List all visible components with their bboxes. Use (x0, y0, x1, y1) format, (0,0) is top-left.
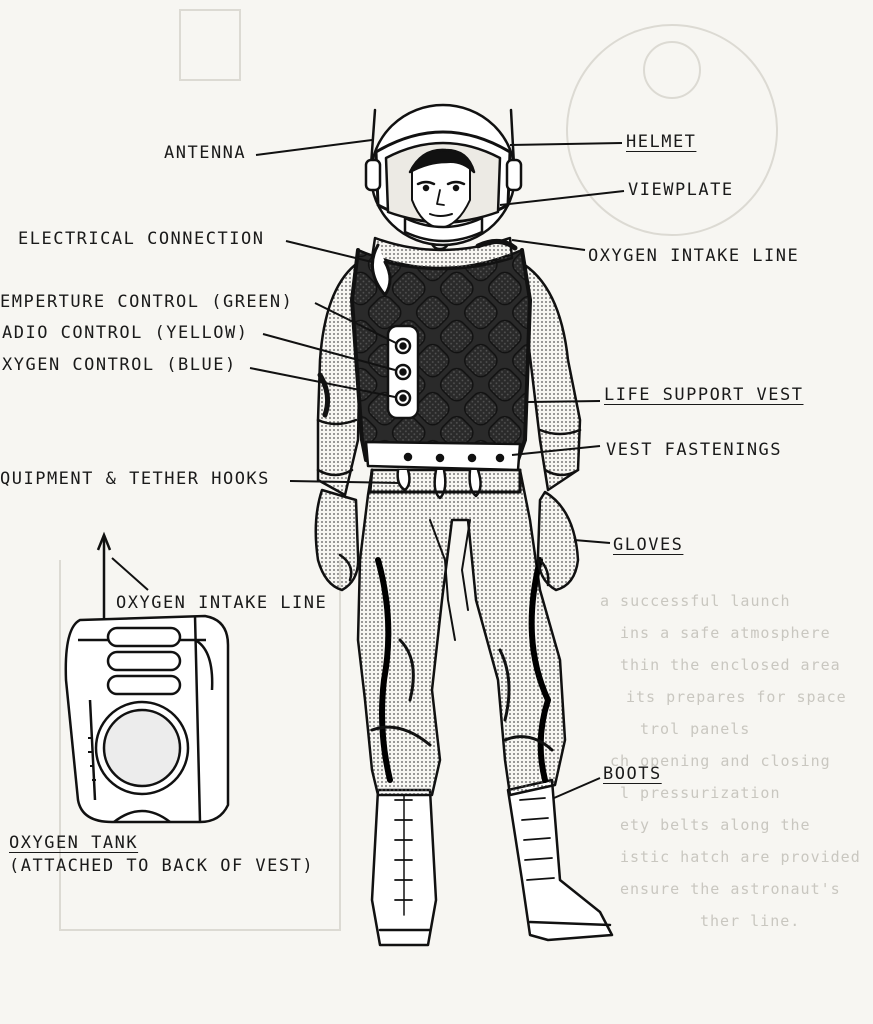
leader-viewplate (499, 190, 625, 206)
label-gloves: GLOVES (613, 535, 684, 555)
leader-electrical (285, 240, 373, 263)
bleed-line: ins a safe atmosphere (620, 624, 831, 642)
bleed-line: l pressurization (620, 784, 781, 802)
leader-lines (111, 139, 625, 799)
bleed-line: its prepares for space (626, 688, 847, 706)
face (408, 148, 476, 229)
bleed-line: ch opening and closing (610, 752, 831, 770)
vest-belt (364, 440, 522, 500)
leader-boots (553, 777, 601, 799)
label-temperature-control: EMPERTURE CONTROL (GREEN) (0, 292, 294, 312)
label-oxygen-control: XYGEN CONTROL (BLUE) (2, 355, 237, 375)
leader-hooks (289, 480, 401, 484)
bleed-line: ther line. (700, 912, 801, 930)
leader-life-vest (527, 400, 601, 403)
right-arm (518, 260, 582, 492)
trousers (356, 468, 567, 797)
left-boot (370, 788, 438, 947)
bleed-line: ety belts along the (620, 816, 811, 834)
leader-radio (262, 333, 396, 371)
life-support-vest (350, 248, 532, 462)
label-equipment-hooks: QUIPMENT & TETHER HOOKS (0, 469, 270, 489)
leader-temperature (314, 302, 397, 344)
leader-helmet (509, 142, 623, 146)
label-radio-control: ADIO CONTROL (YELLOW) (2, 323, 249, 343)
label-antenna: ANTENNA (164, 143, 247, 163)
bleed-line: trol panels (640, 720, 751, 738)
oxygen-tube (475, 239, 518, 251)
leader-oxygen-control (249, 367, 396, 398)
label-boots: BOOTS (603, 764, 662, 784)
helmet (364, 103, 523, 247)
label-life-support-vest: LIFE SUPPORT VEST (604, 385, 804, 405)
background-ghost-shapes (59, 9, 778, 931)
label-viewplate: VIEWPLATE (628, 180, 734, 200)
label-helmet: HELMET (626, 132, 697, 152)
label-electrical-connection: ELECTRICAL CONNECTION (18, 229, 265, 249)
leader-fastenings (511, 445, 601, 456)
oxygen-tank-drawing (64, 531, 230, 824)
electrical-cable (370, 243, 392, 297)
left-glove (314, 488, 360, 592)
leader-tank-intake (111, 557, 149, 591)
label-oxygen-tank: OXYGEN TANK (9, 833, 139, 853)
right-boot (506, 778, 614, 942)
left-arm (316, 263, 362, 497)
leader-antenna (255, 139, 373, 156)
bleed-line: thin the enclosed area (620, 656, 841, 674)
astronaut-figure (314, 103, 614, 947)
bleed-line: istic hatch are provided (620, 848, 861, 866)
bleed-line: ensure the astronaut's (620, 880, 841, 898)
right-glove (536, 490, 580, 592)
leader-oxygen-intake (511, 239, 586, 251)
label-oxygen-tank-note: (ATTACHED TO BACK OF VEST) (9, 856, 315, 876)
label-vest-fastenings: VEST FASTENINGS (606, 440, 783, 460)
bleed-line: a successful launch (600, 592, 791, 610)
leader-gloves (573, 539, 611, 544)
label-tank-intake-line: OXYGEN INTAKE LINE (116, 593, 328, 613)
left-antenna (369, 108, 377, 167)
label-oxygen-intake-line: OXYGEN INTAKE LINE (588, 246, 800, 266)
